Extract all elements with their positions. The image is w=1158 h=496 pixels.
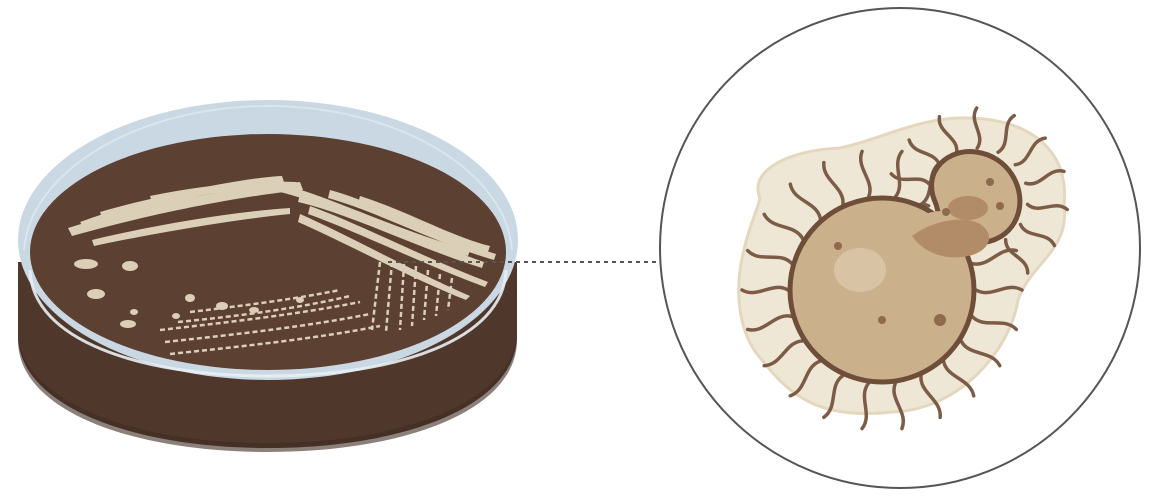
- spot: [986, 178, 994, 186]
- colony: [87, 289, 105, 299]
- petri-dish-icon: [18, 100, 518, 452]
- spot: [934, 314, 946, 326]
- colony: [216, 302, 228, 310]
- colony: [249, 307, 259, 313]
- nucleus-highlight: [834, 248, 886, 292]
- colony: [120, 320, 136, 328]
- colony: [172, 313, 180, 319]
- colony: [296, 297, 304, 303]
- agar-surface: [30, 134, 506, 370]
- colony: [185, 294, 195, 302]
- spot: [996, 202, 1004, 210]
- spot: [878, 316, 886, 324]
- vacuole-small: [948, 196, 988, 220]
- spot: [834, 242, 842, 250]
- colony: [74, 259, 98, 269]
- spot: [942, 208, 950, 216]
- colony: [122, 261, 138, 271]
- colony: [130, 309, 138, 315]
